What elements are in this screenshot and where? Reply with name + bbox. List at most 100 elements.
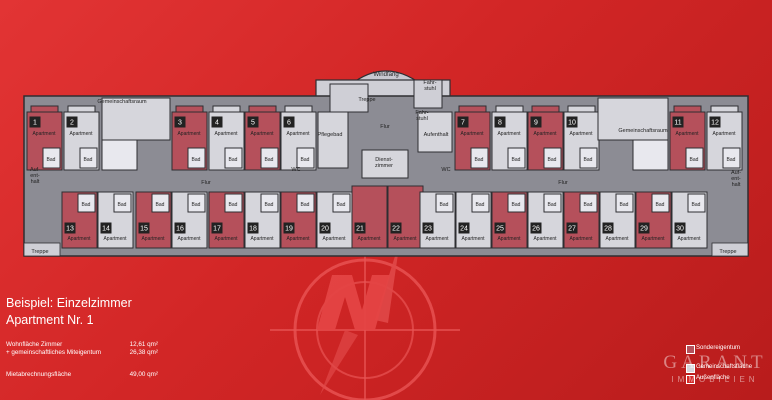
label-flur-center: Flur [380, 124, 390, 130]
label-fahrstuhl-top: Fahr- stuhl [423, 80, 437, 92]
bay-window [284, 105, 313, 113]
label-treppe-center: Treppe [358, 97, 375, 103]
legend-swatch-gemeinschaftsflaeche [686, 364, 695, 373]
apartment-number-box [174, 116, 186, 128]
apartment-number-8: 8 [498, 120, 502, 127]
apartment-label: Apartment [533, 236, 557, 242]
bay-window [567, 105, 596, 113]
bathroom [507, 193, 526, 213]
bay-window [673, 105, 702, 113]
apartment-label: Apartment [177, 236, 201, 242]
bathroom [42, 147, 61, 169]
elevator [413, 79, 443, 109]
bath-label: Bad [229, 157, 238, 163]
apartment-number-29: 29 [640, 226, 648, 233]
bath-label: Bad [118, 202, 127, 208]
apartment-number-18: 18 [249, 226, 257, 233]
bay-window [531, 105, 560, 113]
bathroom [435, 193, 454, 213]
bathroom [187, 193, 206, 213]
bathroom [187, 147, 206, 169]
bathroom [296, 193, 315, 213]
apartment-number-box [247, 222, 259, 234]
bath-label: Bad [690, 157, 699, 163]
apartment-number-box [211, 222, 223, 234]
bath-label: Bad [265, 202, 274, 208]
apartment-label: Apartment [177, 131, 201, 137]
bathroom [224, 147, 243, 169]
apartment-label: Apartment [677, 236, 701, 242]
bath-label: Bad [584, 157, 593, 163]
bath-label: Bad [512, 202, 521, 208]
apartment-number-5: 5 [251, 120, 255, 127]
label-dienstzimmer: Dienst- zimmer [374, 157, 394, 169]
apartment-label: Apartment [497, 236, 521, 242]
label-wc-right: WC [441, 167, 450, 173]
apartment-label: Apartment [32, 131, 56, 137]
bathroom [722, 147, 741, 169]
apartment-label: Apartment [675, 131, 699, 137]
apartment-label: Apartment [425, 236, 449, 242]
labels-layer: 1ApartmentBad2ApartmentBad3ApartmentBad4… [29, 116, 736, 242]
bath-label: Bad [229, 202, 238, 208]
bath-label: Bad [192, 202, 201, 208]
apartment-number-box [283, 116, 295, 128]
apartment-number-box [530, 116, 542, 128]
label-fahrstuhl-mid: Fahr- stuhl [415, 110, 429, 122]
apartment-label: Apartment [69, 131, 93, 137]
aufenthalt [417, 111, 453, 153]
apartment-number-12: 12 [711, 120, 719, 127]
apartment-16 [171, 191, 208, 249]
apartment-number-box [458, 222, 470, 234]
bath-label: Bad [192, 157, 201, 163]
apartment-number-box [566, 116, 578, 128]
apartment-number-box [138, 222, 150, 234]
apartment-label: Apartment [67, 236, 91, 242]
apartment-number-19: 19 [285, 226, 293, 233]
bay-window [30, 105, 59, 113]
bath-label: Bad [156, 202, 165, 208]
apartment-label: Apartment [286, 236, 310, 242]
apartment-number-box [29, 116, 41, 128]
apartment-number-9: 9 [534, 120, 538, 127]
apartment-number-box [494, 222, 506, 234]
apartment-number-box [174, 222, 186, 234]
bay-window [495, 105, 524, 113]
bath-label: Bad [476, 202, 485, 208]
bathroom [77, 193, 96, 213]
compass-rose-icon [270, 240, 460, 400]
label-flur-left: Flur [201, 180, 211, 186]
apartment-21 [351, 185, 388, 249]
bathroom [113, 193, 132, 213]
apartment-label: Apartment [214, 236, 238, 242]
bathroom [579, 193, 598, 213]
bath-label: Bad [656, 202, 665, 208]
apartment-number-box [494, 116, 506, 128]
bathroom [615, 193, 634, 213]
apartment-number-13: 13 [66, 226, 74, 233]
rooms-layer [26, 79, 743, 249]
bathroom [579, 147, 598, 169]
bath-label: Bad [548, 202, 557, 208]
bay-window [67, 105, 96, 113]
apartment-number-27: 27 [568, 226, 576, 233]
apartment-number-box [319, 222, 331, 234]
bay-window [248, 105, 277, 113]
label-pflegebad: Pflegebad [318, 132, 343, 138]
apartment-label: Apartment [141, 236, 165, 242]
bathroom [470, 147, 489, 169]
label-aufenthalt: Aufenthalt [424, 132, 449, 138]
apartment-number-box [354, 222, 366, 234]
apartment-label: Apartment [393, 236, 417, 242]
apartment-number-2: 2 [70, 120, 74, 127]
apartment-number-28: 28 [604, 226, 612, 233]
apartment-number-16: 16 [176, 226, 184, 233]
apartment-number-10: 10 [568, 120, 576, 127]
bay-window [458, 105, 487, 113]
bath-label: Bad [265, 157, 274, 163]
bath-label: Bad [727, 157, 736, 163]
apartment-label: Apartment [533, 131, 557, 137]
label-wc-left: WC [291, 167, 300, 173]
apartment-number-box [283, 222, 295, 234]
bath-label: Bad [84, 157, 93, 163]
